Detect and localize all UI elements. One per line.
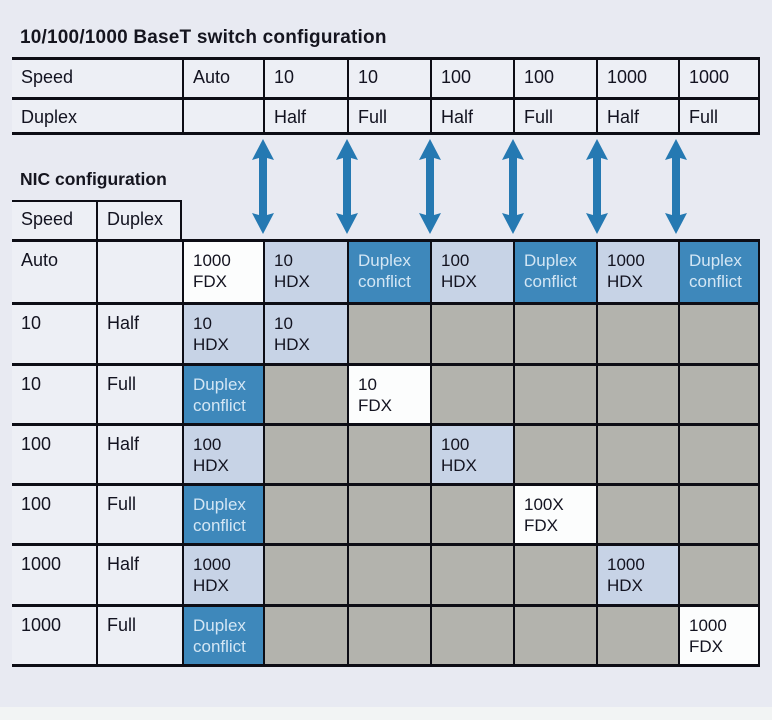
switch-duplex-value: Half: [596, 100, 678, 132]
matrix-cell-empty: [430, 302, 513, 363]
matrix-cell-conflict: Duplex conflict: [347, 242, 430, 303]
nic-row-duplex: [96, 242, 182, 303]
matrix-cell-fdx: 100X FDX: [513, 483, 596, 544]
matrix-cell-conflict: Duplex conflict: [182, 362, 263, 423]
double-vertical-arrow-icon: [584, 139, 610, 234]
matrix-cell-empty: [513, 603, 596, 664]
matrix-cell-empty: [263, 483, 347, 544]
double-vertical-arrow-icon: [250, 139, 276, 234]
matrix-cell-conflict: Duplex conflict: [513, 242, 596, 303]
nic-row-speed: 10: [12, 302, 96, 363]
nic-row-speed: 100: [12, 483, 96, 544]
matrix-cell-empty: [596, 422, 678, 484]
nic-row-duplex: Full: [96, 362, 182, 423]
matrix-cell-empty: [513, 543, 596, 604]
matrix-cell-empty: [678, 543, 758, 604]
matrix-cell-empty: [347, 603, 430, 664]
switch-config-title: 10/100/1000 BaseT switch configuration: [20, 27, 387, 48]
matrix-cell-conflict: Duplex conflict: [678, 242, 758, 303]
switch-duplex-value: Half: [430, 100, 513, 132]
double-vertical-arrow-icon: [500, 139, 526, 234]
matrix-cell-fdx: 10 FDX: [347, 362, 430, 423]
matrix-cell-empty: [678, 422, 758, 484]
nic-config-title: NIC configuration: [20, 169, 167, 189]
double-vertical-arrow-icon: [417, 139, 443, 234]
matrix-cell-empty: [678, 302, 758, 363]
matrix-cell-empty: [678, 362, 758, 423]
matrix-cell-empty: [596, 603, 678, 664]
matrix-cell-empty: [430, 543, 513, 604]
switch-duplex-row-label: Duplex: [12, 100, 182, 132]
matrix-cell-hdx: 10 HDX: [263, 242, 347, 303]
switch-duplex-value: Half: [263, 100, 347, 132]
switch-speed-value: 100: [430, 60, 513, 100]
matrix-cell-hdx: 100 HDX: [430, 242, 513, 303]
matrix-cell-conflict: Duplex conflict: [182, 603, 263, 664]
matrix-cell-empty: [513, 362, 596, 423]
bottom-strip: [0, 707, 772, 720]
switch-speed-value: Auto: [182, 60, 263, 100]
nic-row-speed: 1000: [12, 603, 96, 664]
switch-speed-value: 10: [347, 60, 430, 100]
nic-speed-header: Speed: [12, 202, 96, 239]
nic-header-table: Speed Duplex: [12, 200, 182, 239]
nic-row-duplex: Half: [96, 302, 182, 363]
matrix-cell-empty: [263, 362, 347, 423]
nic-row-duplex: Full: [96, 483, 182, 544]
matrix-cell-conflict: Duplex conflict: [182, 483, 263, 544]
matrix-cell-empty: [347, 422, 430, 484]
nic-row-speed: Auto: [12, 242, 96, 303]
nic-row-duplex: Full: [96, 603, 182, 664]
switch-duplex-value: Full: [347, 100, 430, 132]
switch-speed-value: 10: [263, 60, 347, 100]
matrix-cell-empty: [263, 543, 347, 604]
matrix-cell-empty: [430, 603, 513, 664]
nic-row-duplex: Half: [96, 543, 182, 604]
matrix-cell-empty: [347, 483, 430, 544]
matrix-cell-empty: [596, 302, 678, 363]
matrix-cell-hdx: 10 HDX: [263, 302, 347, 363]
matrix-cell-fdx: 1000 FDX: [182, 242, 263, 303]
nic-row-speed: 100: [12, 422, 96, 484]
double-vertical-arrow-icon: [663, 139, 689, 234]
switch-speed-value: 1000: [678, 60, 758, 100]
matrix-cell-hdx: 100 HDX: [430, 422, 513, 484]
switch-duplex-value: [182, 100, 263, 132]
matrix-cell-hdx: 1000 HDX: [182, 543, 263, 604]
double-vertical-arrow-icon: [334, 139, 360, 234]
matrix-cell-hdx: 100 HDX: [182, 422, 263, 484]
matrix-cell-hdx: 1000 HDX: [596, 543, 678, 604]
nic-row-speed: 1000: [12, 543, 96, 604]
matrix-cell-fdx: 1000 FDX: [678, 603, 758, 664]
switch-duplex-value: Full: [513, 100, 596, 132]
switch-speed-value: 1000: [596, 60, 678, 100]
matrix-cell-hdx: 1000 HDX: [596, 242, 678, 303]
nic-duplex-header: Duplex: [96, 202, 180, 239]
matrix-cell-empty: [596, 362, 678, 423]
matrix-cell-empty: [430, 483, 513, 544]
matrix-cell-hdx: 10 HDX: [182, 302, 263, 363]
matrix-cell-empty: [263, 422, 347, 484]
matrix-cell-empty: [513, 302, 596, 363]
matrix-cell-empty: [263, 603, 347, 664]
switch-duplex-value: Full: [678, 100, 758, 132]
switch-speed-value: 100: [513, 60, 596, 100]
matrix-cell-empty: [596, 483, 678, 544]
matrix-cell-empty: [513, 422, 596, 484]
switch-speed-row-label: Speed: [12, 60, 182, 100]
matrix-cell-empty: [430, 362, 513, 423]
matrix-cell-empty: [347, 543, 430, 604]
nic-row-duplex: Half: [96, 422, 182, 484]
matrix-cell-empty: [347, 302, 430, 363]
nic-row-speed: 10: [12, 362, 96, 423]
matrix-cell-empty: [678, 483, 758, 544]
